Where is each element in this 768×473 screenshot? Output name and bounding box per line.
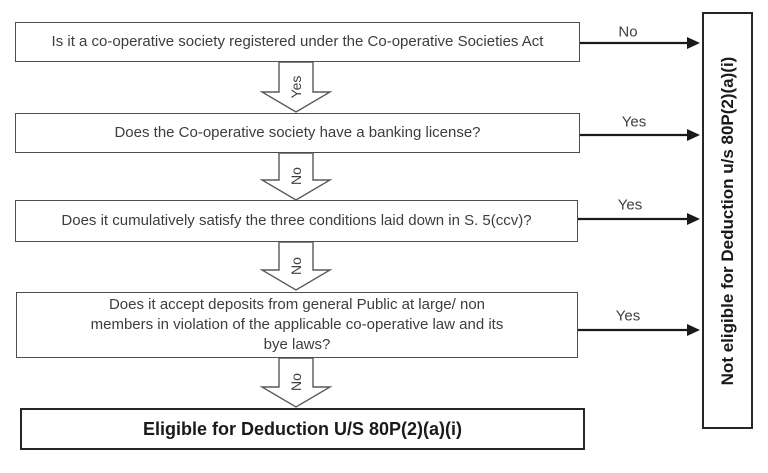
down-arrow-2-label: No	[288, 167, 304, 185]
eligible-box: Eligible for Deduction U/S 80P(2)(a)(i)	[20, 408, 585, 450]
down-arrow-4-label: No	[288, 373, 304, 391]
right-arrow-2-label: Yes	[621, 113, 647, 131]
eligible-box-text: Eligible for Deduction U/S 80P(2)(a)(i)	[142, 418, 463, 439]
question-box-3: Does it cumulatively satisfy the three c…	[15, 200, 578, 242]
right-arrow-1-label: No	[618, 23, 638, 41]
down-arrow-2-icon	[259, 152, 333, 201]
question-box-2-text: Does the Co-operative society have a ban…	[114, 123, 481, 141]
down-arrow-4-icon	[259, 357, 333, 408]
right-arrow-4-icon	[578, 324, 700, 336]
question-box-2: Does the Co-operative society have a ban…	[15, 113, 580, 153]
question-box-1-text: Is it a co-operative society registered …	[51, 32, 544, 50]
question-box-1: Is it a co-operative society registered …	[15, 22, 580, 62]
down-arrow-1-label: Yes	[288, 75, 304, 99]
question-box-4-text: Does it accept deposits from general Pub…	[90, 295, 504, 354]
down-arrow-3-label: No	[288, 257, 304, 275]
question-box-4: Does it accept deposits from general Pub…	[16, 292, 578, 358]
right-arrow-2-icon	[580, 129, 700, 141]
right-arrow-4-label: Yes	[615, 307, 641, 325]
down-arrow-3-icon	[259, 241, 333, 291]
not-eligible-box-text: Not eligible for Deduction u/s 80P(2)(a)…	[717, 56, 737, 385]
right-arrow-3-icon	[578, 213, 700, 225]
down-arrow-1-icon	[259, 61, 333, 113]
right-arrow-3-label: Yes	[617, 196, 643, 214]
not-eligible-box: Not eligible for Deduction u/s 80P(2)(a)…	[702, 12, 753, 429]
right-arrow-1-icon	[580, 37, 700, 49]
question-box-3-text: Does it cumulatively satisfy the three c…	[61, 211, 532, 229]
